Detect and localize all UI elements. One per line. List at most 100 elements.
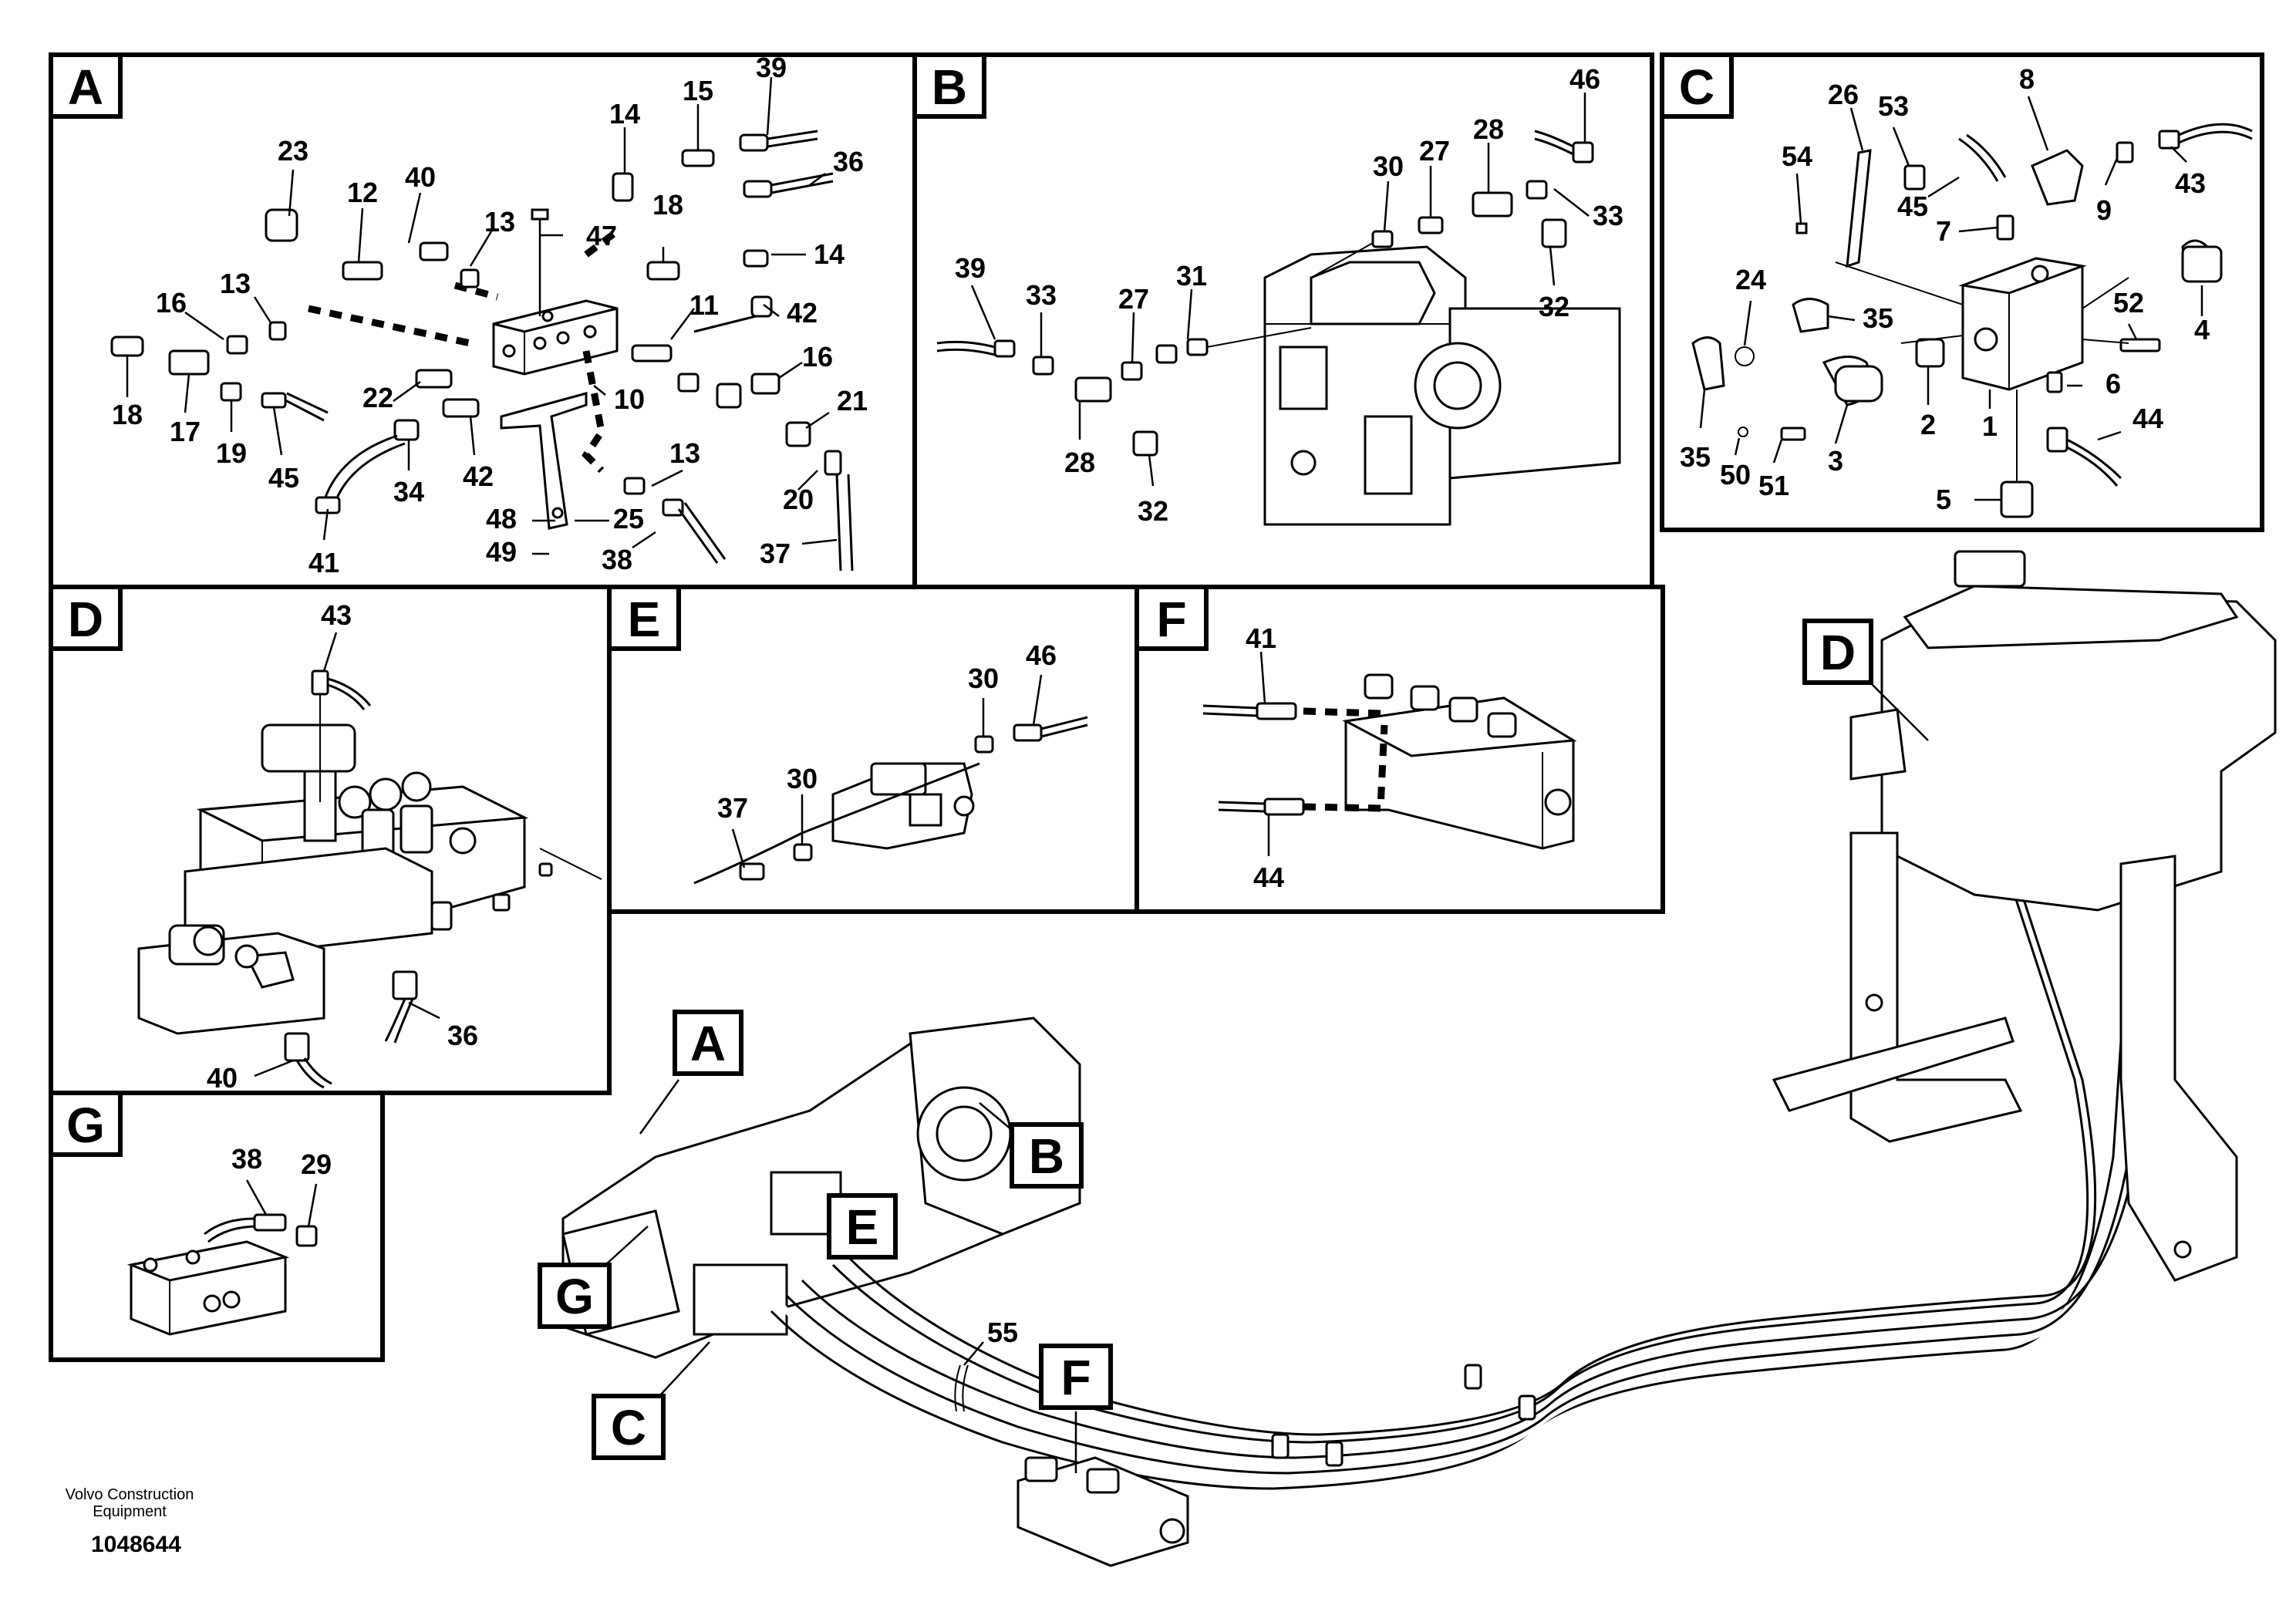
svg-text:E: E [846, 1199, 879, 1255]
callout-number: 5 [1936, 484, 1951, 515]
svg-text:A: A [68, 59, 103, 115]
callout-number: 18 [652, 189, 683, 221]
svg-text:B: B [932, 59, 967, 115]
panel-c-tag: C [1660, 52, 1734, 119]
overview-tag-e: E [827, 1193, 898, 1259]
overview-tag-d: D [1802, 619, 1929, 741]
svg-text:F: F [1060, 1350, 1091, 1405]
callout-number: 27 [1419, 135, 1450, 167]
callout-number: 44 [2132, 403, 2163, 434]
callout-number: 50 [1720, 459, 1751, 491]
callout-number: 23 [278, 135, 308, 167]
callout-number: 35 [1863, 302, 1893, 334]
panel-g-drawing: 38 29 [126, 1143, 332, 1336]
callout-number: 36 [833, 146, 864, 177]
svg-text:F: F [1156, 592, 1186, 647]
callout-number: 9 [2096, 194, 2112, 226]
panel-e-drawing: 30 46 37 30 [693, 639, 1088, 885]
callout-number: 55 [987, 1317, 1018, 1348]
callout-number: 30 [968, 663, 999, 694]
callout-number: 31 [1176, 260, 1207, 292]
footer-doc-number: 1048644 [91, 1532, 181, 1557]
callout-number: 37 [717, 792, 748, 824]
callout-number: 11 [689, 289, 719, 321]
panel-f-frame [1135, 585, 1665, 914]
overview-block-f [1017, 1456, 1189, 1567]
svg-text:D: D [1820, 625, 1856, 680]
svg-text:G: G [555, 1269, 594, 1324]
callout-number: 48 [486, 503, 517, 534]
overview-tag-a: A [639, 1010, 743, 1135]
callout-number: 40 [405, 161, 436, 193]
panel-d-drawing: 43 36 40 [137, 599, 602, 1094]
callout-number: 54 [1782, 140, 1812, 172]
callout-number: 36 [447, 1020, 478, 1051]
callout-number: 13 [669, 437, 700, 469]
callout-number: 37 [760, 538, 791, 569]
overview-tag-c: C [592, 1341, 710, 1460]
callout-number: 51 [1758, 470, 1789, 501]
callout-number: 6 [2106, 368, 2121, 400]
callout-number: 38 [231, 1143, 262, 1175]
callout-number: 35 [1680, 441, 1711, 473]
panel-c-drawing: 8 26 53 54 45 7 9 43 24 35 4 52 6 1 2 3 … [1680, 63, 2253, 518]
callout-number: 42 [463, 460, 494, 492]
callout-number: 17 [170, 416, 201, 447]
callout-number: 7 [1936, 215, 1951, 247]
callout-number: 40 [207, 1062, 238, 1094]
callout-number: 43 [321, 599, 352, 631]
callout-number: 21 [837, 385, 868, 416]
svg-text:D: D [68, 592, 103, 647]
callout-number: 20 [783, 484, 814, 515]
callout-number: 41 [308, 547, 339, 578]
callout-number: 53 [1878, 90, 1909, 122]
callout-number: 13 [220, 268, 251, 299]
callout-number: 25 [613, 503, 644, 534]
callout-number: 28 [1064, 447, 1095, 478]
callout-number: 44 [1253, 862, 1284, 893]
callout-number: 32 [1138, 495, 1168, 527]
callout-number: 39 [756, 52, 787, 83]
callout-number: 22 [362, 382, 393, 413]
callout-number: 1 [1982, 410, 1998, 442]
callout-number: 32 [1539, 291, 1569, 322]
callout-number: 46 [1026, 639, 1057, 671]
svg-text:E: E [628, 592, 661, 647]
overview-tag-b: B [979, 1102, 1084, 1189]
callout-number: 33 [1593, 200, 1623, 231]
callout-number: 39 [955, 252, 986, 284]
overview-tag-f: F [1039, 1344, 1113, 1473]
callout-number: 13 [484, 206, 515, 238]
callout-number: 43 [2175, 167, 2206, 199]
footer-company-line1: Volvo Construction [66, 1486, 194, 1503]
svg-text:C: C [611, 1400, 646, 1455]
panel-g-frame [49, 1091, 385, 1362]
callout-number: 49 [486, 536, 517, 568]
callout-number: 27 [1118, 283, 1149, 315]
panel-g-tag: G [49, 1091, 123, 1157]
callout-number: 15 [683, 75, 713, 106]
callout-number: 52 [2113, 287, 2144, 319]
panel-e-tag: E [607, 585, 681, 651]
callout-number: 26 [1828, 79, 1859, 110]
panel-b-tag: B [912, 52, 986, 119]
callout-number: 33 [1026, 279, 1057, 311]
svg-text:A: A [690, 1016, 726, 1071]
callout-number: 14 [609, 98, 640, 130]
callout-number: 45 [1897, 191, 1928, 222]
callout-number: 30 [1373, 150, 1404, 182]
callout-number: 10 [614, 383, 645, 415]
callout-number: 14 [814, 238, 845, 270]
panel-a-drawing: 39 15 14 36 23 12 40 13 47 18 14 16 13 1… [110, 52, 868, 578]
panel-a-tag: A [49, 52, 123, 119]
callout-number: 41 [1246, 622, 1276, 654]
callout-number: 29 [301, 1148, 332, 1180]
callout-number: 12 [347, 177, 378, 208]
callout-number: 19 [216, 437, 247, 469]
overview-tag-g: G [538, 1226, 649, 1329]
callout-number: 2 [1920, 409, 1936, 440]
panel-f-drawing: 41 44 [1202, 622, 1577, 893]
callout-number: 4 [2194, 314, 2210, 346]
panel-d-tag: D [49, 585, 123, 651]
